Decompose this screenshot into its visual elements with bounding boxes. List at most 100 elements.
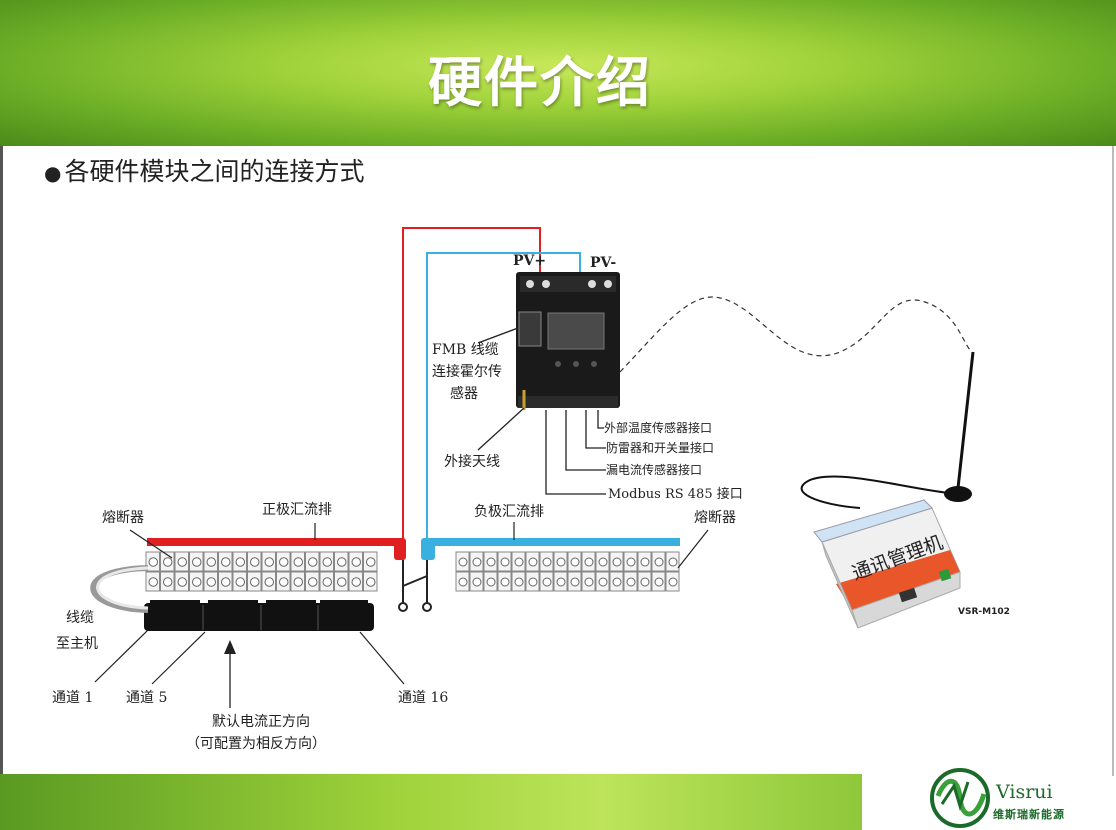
fuse-terminal-screw [500,557,510,567]
isolation-switch [398,560,432,612]
fuse-terminal-screw [514,577,524,587]
fuse-right-label: 熔断器 [694,510,736,526]
fuse-block-left [145,551,378,592]
comm-manager-device: 通讯管理机 [813,499,961,629]
fuse-terminal-screw [308,577,318,587]
positive-wire [402,227,541,548]
fuse-terminal-screw [668,577,678,587]
fuse-terminal-screw [192,557,202,567]
fuse-terminal-screw [570,557,580,567]
bullet-dot-icon: ● [44,161,62,185]
fuse-terminal-screw [337,557,347,567]
fuse-terminal-screw [235,557,245,567]
positive-busbar [147,538,397,546]
fuse-terminal-screw [654,577,664,587]
fuse-terminal-screw [612,557,622,567]
fuse-terminal-screw [308,557,318,567]
antenna-label: 外接天线 [444,453,500,470]
fmb-label-2: 连接霍尔传 [432,363,502,380]
fuse-terminal-screw [528,557,538,567]
fuse-terminal-screw [279,577,289,587]
fuse-terminal-screw [279,557,289,567]
fuse-terminal-screw [486,577,496,587]
current-direction-arrow [224,640,236,708]
fuse-terminal-screw [598,557,608,567]
fuse-terminal-screw [486,557,496,567]
fuse-terminal-screw [366,557,376,567]
header-banner [0,0,1116,146]
fuse-terminal-screw [598,577,608,587]
fuse-terminal-screw [293,577,303,587]
fuse-terminal-screw [221,557,231,567]
fuse-terminal-screw [514,557,524,567]
pv-minus-label: PV- [590,255,616,271]
fuse-terminal-screw [163,557,173,567]
label-leaders [94,522,709,685]
fuse-terminal-screw [366,577,376,587]
default-direction-label-2: （可配置为相反方向） [186,736,326,752]
fuse-terminal-screw [192,577,202,587]
channel-1-label: 通道 1 [52,690,93,706]
footer-banner [0,774,862,830]
fuse-terminal-screw [221,577,231,587]
fuse-terminal-screw [206,557,216,567]
wireless-link [619,296,971,373]
fuse-terminal-screw [458,577,468,587]
negative-busbar-end [421,538,435,560]
fuse-terminal-screw [528,577,538,587]
fuse-terminal-screw [584,557,594,567]
logo-subtitle: 维斯瑞新能源 [993,808,1065,821]
fuse-terminal-screw [542,577,552,587]
fuse-terminal-screw [640,577,650,587]
fuse-terminal-screw [654,557,664,567]
fuse-terminal-screw [458,557,468,567]
channel-5-label: 通道 5 [126,690,167,706]
fuse-block-right [455,551,680,592]
fuse-terminal-screw [542,557,552,567]
left-border [0,146,3,776]
fuse-left-label: 熔断器 [102,510,144,526]
fuse-terminal-screw [556,557,566,567]
fuse-terminal-screw [148,557,158,567]
leakage-label: 漏电流传感器接口 [606,462,702,477]
fuse-terminal-screw [584,577,594,587]
fuse-terminal-screw [206,577,216,587]
fuse-terminal-screw [351,577,361,587]
fuse-terminal-screw [626,557,636,567]
fuse-terminal-screw [668,557,678,567]
fuse-terminal-screw [163,577,173,587]
fuse-terminal-screw [322,557,332,567]
fuse-terminal-screw [626,577,636,587]
fuse-terminal-screw [177,577,187,587]
fuse-terminal-screw [472,577,482,587]
cable-label-2: 至主机 [56,636,98,652]
pv-plus-label: PV+ [513,253,546,269]
right-border [1112,146,1114,776]
channel-16-label: 通道 16 [398,690,448,706]
fuse-terminal-screw [640,557,650,567]
fuse-terminal-screw [235,577,245,587]
lightning-label: 防雷器和开关量接口 [606,440,714,455]
visrui-logo-icon [930,768,990,828]
default-direction-label-1: 默认电流正方向 [212,714,310,730]
fuse-terminal-screw [264,557,274,567]
negative-wire [426,252,581,548]
modbus-label: Modbus RS 485 接口 [608,486,743,502]
fuse-terminal-screw [293,557,303,567]
fuse-terminal-screw [351,557,361,567]
fuse-terminal-screw [148,577,158,587]
fuse-terminal-screw [612,577,622,587]
fuse-terminal-screw [337,577,347,587]
slide-title: 硬件介绍 [428,50,652,114]
bullet-text: 各硬件模块之间的连接方式 [64,157,365,186]
bullet-point: ●各硬件模块之间的连接方式 [44,152,364,188]
cable-label-1: 线缆 [66,610,94,626]
fuse-terminal-screw [322,577,332,587]
comm-antenna [800,351,975,509]
ribbon-cable-inner [96,566,149,610]
fuse-terminal-screw [250,577,260,587]
fmb-label-3: 感器 [450,385,478,402]
fuse-terminal-screw [556,577,566,587]
